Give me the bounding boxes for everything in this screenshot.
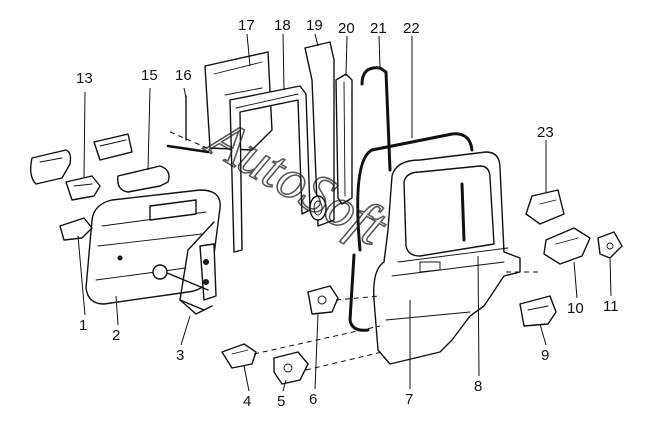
callout-1: 1 bbox=[79, 317, 87, 334]
door-lock-part bbox=[543, 227, 591, 265]
callout-6: 6 bbox=[309, 391, 317, 408]
glass-run-frame-part bbox=[229, 85, 311, 253]
outer-handle-part bbox=[519, 295, 557, 327]
hinge-lower-part bbox=[273, 351, 309, 385]
inner-handle-bezel-part bbox=[29, 149, 72, 185]
callout-13: 13 bbox=[76, 70, 93, 87]
callout-20: 20 bbox=[338, 20, 355, 37]
callout-23: 23 bbox=[537, 124, 554, 141]
callout-16: 16 bbox=[175, 67, 192, 84]
callout-7: 7 bbox=[405, 391, 413, 408]
autosoft-watermark: AutoSoft bbox=[195, 106, 398, 259]
callout-3: 3 bbox=[176, 347, 184, 364]
callout-5: 5 bbox=[277, 393, 285, 410]
striker-part bbox=[597, 231, 623, 259]
callout-21: 21 bbox=[370, 20, 387, 37]
callout-15: 15 bbox=[141, 67, 158, 84]
handle-lever-part bbox=[59, 217, 93, 241]
division-channel-part bbox=[304, 41, 335, 227]
window-regulator-part bbox=[152, 221, 217, 315]
callout-18: 18 bbox=[274, 17, 291, 34]
callout-19: 19 bbox=[306, 17, 323, 34]
lock-rod-part bbox=[166, 95, 210, 154]
callout-17: 17 bbox=[238, 17, 255, 34]
hinge-upper-part bbox=[221, 343, 257, 369]
callout-9: 9 bbox=[541, 347, 549, 364]
leader-lines bbox=[77, 33, 612, 392]
callout-22: 22 bbox=[403, 20, 420, 37]
inner-handle-part bbox=[65, 175, 101, 201]
pull-cup-part bbox=[93, 133, 133, 161]
callout-10: 10 bbox=[567, 300, 584, 317]
lock-actuator-part bbox=[525, 189, 565, 225]
callout-labels: 1 2 3 4 5 6 7 8 9 10 11 13 15 16 17 18 1… bbox=[76, 17, 619, 410]
callout-2: 2 bbox=[112, 327, 120, 344]
callout-4: 4 bbox=[243, 393, 251, 410]
door-check-part bbox=[307, 285, 339, 315]
callout-8: 8 bbox=[474, 378, 482, 395]
callout-11: 11 bbox=[603, 298, 619, 315]
door-shell-part bbox=[373, 151, 521, 365]
armrest-part bbox=[117, 165, 170, 193]
